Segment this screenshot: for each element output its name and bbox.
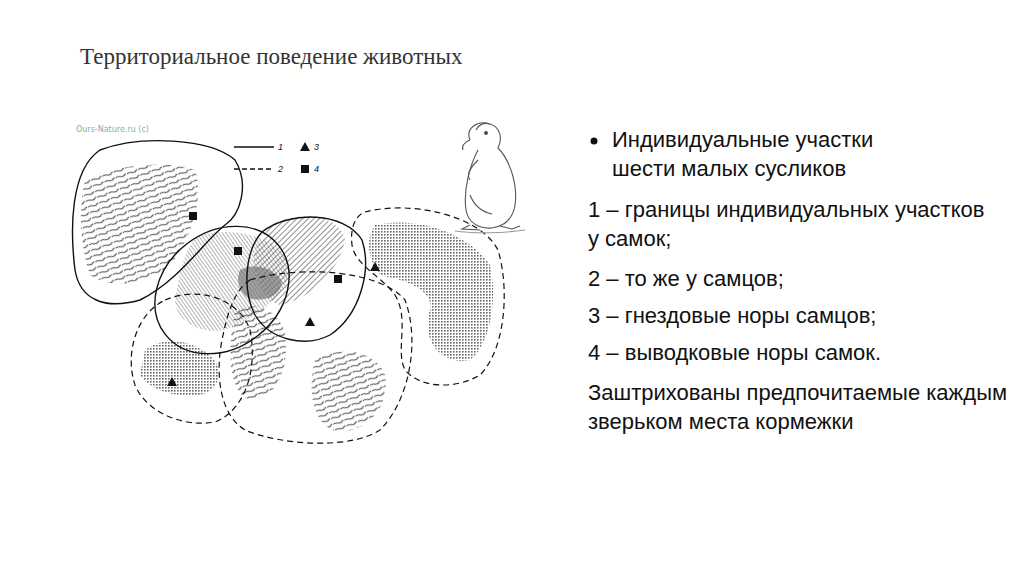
bullet — [591, 138, 598, 145]
legend-sample — [234, 164, 274, 174]
male-boundaries — [131, 208, 504, 443]
legend-number: 3 — [314, 142, 319, 152]
legend-explanation: 3 – гнездовые норы самцов; — [588, 301, 998, 330]
legend-item: 3 — [300, 142, 319, 152]
legend-sample — [234, 142, 274, 152]
legend-number: 2 — [278, 164, 283, 174]
slide-title: Территориальное поведение животных — [80, 44, 463, 70]
ground-squirrel-illustration — [455, 123, 525, 233]
legend-number: 4 — [314, 164, 319, 174]
legend-sample — [300, 142, 310, 152]
note-text: Заштрихованы предпочитаемые каждым зверь… — [588, 378, 1008, 436]
watermark: Ours-Nature.ru (c) — [76, 125, 149, 134]
legend-item: 2 — [234, 164, 283, 174]
bullet-text: Индивидуальные участки шести малых сусли… — [612, 125, 942, 183]
legend-explanation: 2 – то же у самцов; — [588, 264, 998, 293]
legend-sample — [300, 164, 310, 174]
legend-item: 1 — [234, 142, 283, 152]
female-boundaries — [73, 141, 366, 380]
legend-explanation: 4 – выводковые норы самок. — [588, 338, 998, 367]
legend-number: 1 — [278, 142, 283, 152]
burrow-markers — [167, 212, 380, 386]
legend-item: 4 — [300, 164, 319, 174]
legend-explanation: 1 – границы индивидуальных участков у са… — [588, 195, 998, 253]
